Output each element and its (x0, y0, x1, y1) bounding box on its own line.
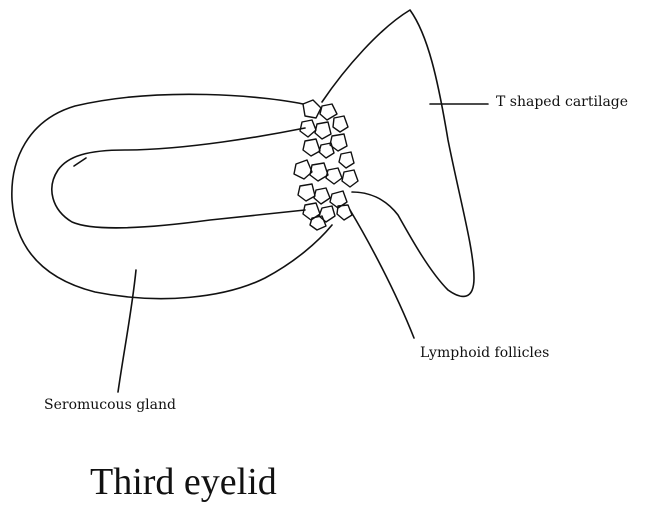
gland-inner-fold-mark (74, 158, 86, 166)
follicle (298, 184, 315, 201)
follicle (314, 188, 330, 204)
gland-outer-outline (12, 94, 332, 298)
follicle (310, 163, 328, 181)
follicle (303, 100, 321, 118)
label-t-shaped-cartilage: T shaped cartilage (496, 95, 628, 109)
follicle (326, 168, 342, 184)
leader-line-follicles (350, 210, 414, 338)
leader-line-gland (118, 270, 136, 392)
lymphoid-follicles-cluster (294, 100, 358, 230)
follicle (315, 122, 331, 139)
follicle (333, 116, 348, 132)
follicle (303, 139, 320, 156)
follicle (319, 143, 334, 158)
follicle (310, 216, 326, 230)
diagram-title: Third eyelid (90, 463, 277, 501)
follicle (342, 170, 358, 187)
follicle (339, 152, 354, 168)
label-lymphoid-follicles: Lymphoid follicles (420, 346, 549, 360)
gland-inner-outline (52, 128, 305, 228)
follicle (294, 160, 312, 179)
follicle (319, 206, 335, 222)
label-seromucous-gland: Seromucous gland (44, 398, 176, 412)
